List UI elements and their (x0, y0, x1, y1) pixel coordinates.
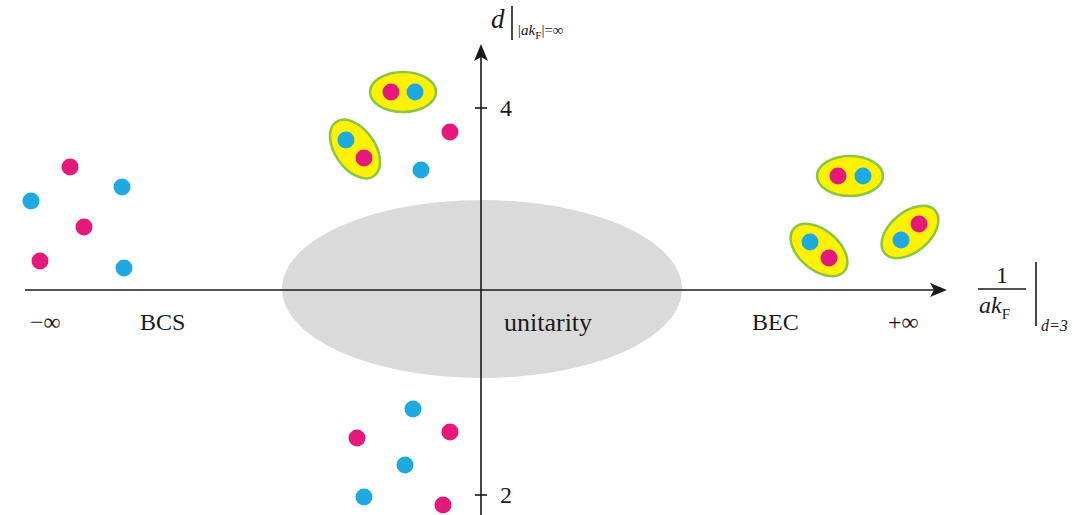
axis-subscript: d=3 (1041, 318, 1068, 334)
tick (475, 494, 487, 496)
axis-subscript: |ak (517, 22, 535, 38)
fraction-subscript: F (1002, 306, 1010, 322)
axis-end-label: +∞ (888, 310, 919, 334)
regime-label: BCS (140, 310, 185, 334)
fermions (23, 124, 459, 514)
y-axis (480, 56, 482, 515)
tick-label: 4 (500, 96, 512, 120)
regime-label: BEC (752, 310, 799, 334)
fraction-numerator: 1 (996, 263, 1008, 287)
evaluation-bar (1035, 262, 1037, 326)
x-axis (25, 289, 935, 291)
axis-subscript: F (535, 29, 541, 41)
ellipse-shape (282, 200, 682, 378)
axis-label: d (491, 6, 505, 33)
molecules (320, 72, 948, 287)
region-ellipse: unitarity (282, 200, 682, 378)
math-group: akF (979, 293, 1010, 317)
math-group: |akF|=∞ (517, 22, 564, 38)
region-label: unitarity (504, 310, 592, 336)
evaluation-bar (511, 6, 513, 40)
fraction-line (978, 288, 1026, 290)
axis-end-label: −∞ (30, 310, 61, 334)
axis-subscript: |=∞ (541, 22, 563, 38)
fraction-denominator: ak (979, 292, 1002, 318)
tick-label: 2 (500, 483, 512, 507)
arrowhead (930, 283, 947, 297)
tick (475, 107, 487, 109)
arrowhead (474, 44, 488, 61)
